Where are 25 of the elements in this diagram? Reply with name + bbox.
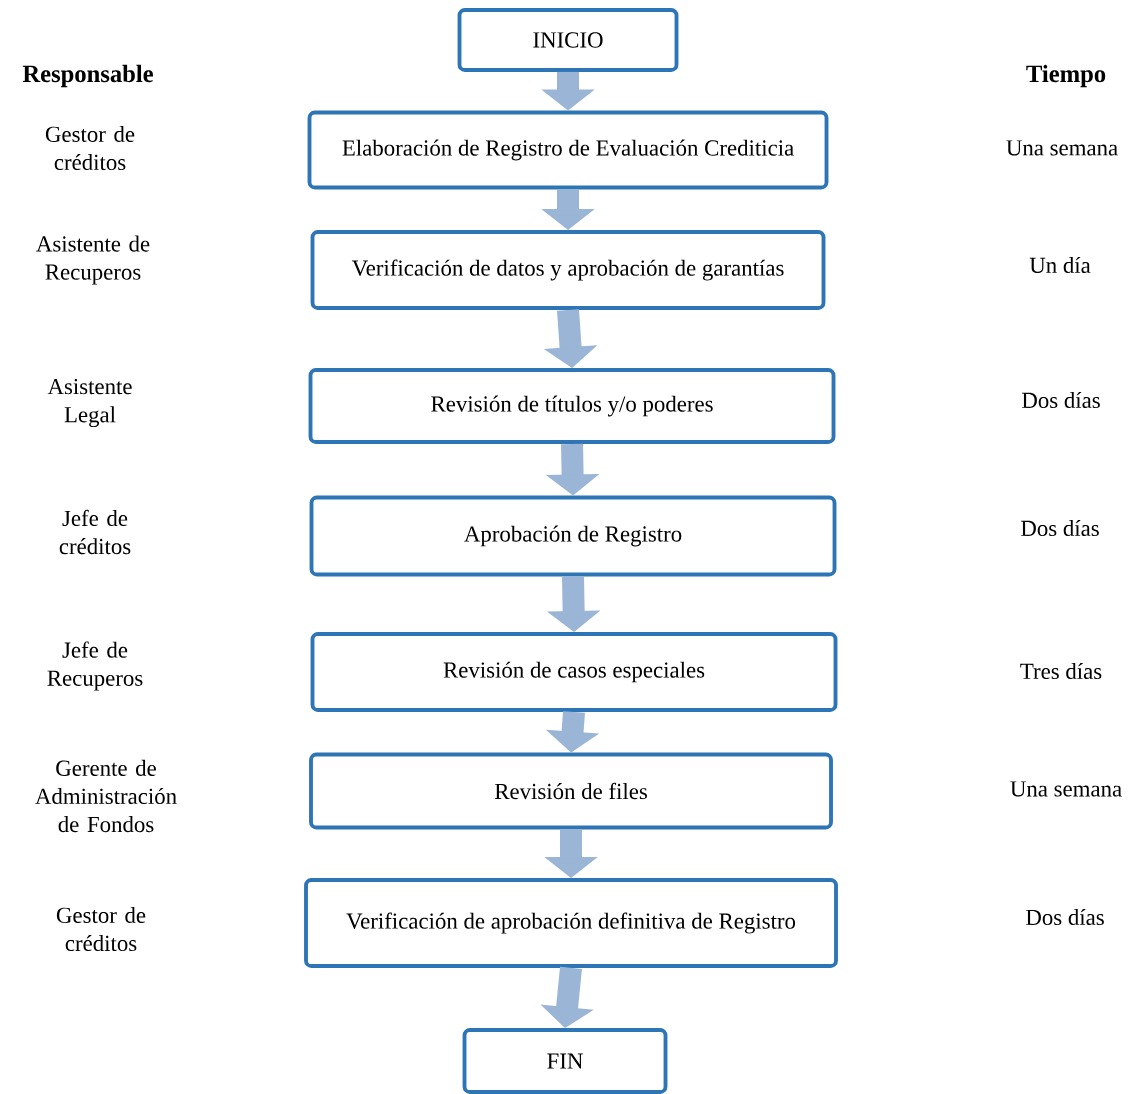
duration-label: Una semana xyxy=(1006,140,1118,156)
responsible-label: Asistente de Recuperos xyxy=(36,235,150,285)
process-box: Verificación de aprobación definitiva de Registro xyxy=(304,878,838,968)
responsible-label: Jefe de Recuperos xyxy=(47,641,143,691)
responsible-label: Gestor de créditos xyxy=(45,125,135,171)
process-box: INICIO xyxy=(457,8,679,72)
responsible-label: Asistente Legal xyxy=(47,378,132,428)
process-box: Revisión de files xyxy=(309,752,833,830)
process-box: Revisión de casos especiales xyxy=(310,632,838,712)
process-box: Aprobación de Registro xyxy=(309,495,837,577)
duration-label: Dos días xyxy=(1026,908,1104,926)
responsible-label: Jefe de créditos xyxy=(59,509,131,555)
column-heading: Responsable xyxy=(22,64,153,88)
responsible-label: Gestor de créditos xyxy=(56,906,146,952)
duration-label: Tres días xyxy=(1020,662,1102,680)
duration-label: Dos días xyxy=(1021,519,1099,537)
responsible-label: Gerente de Administración de Fondos xyxy=(35,759,177,833)
process-box: Verificación de datos y aprobación de garantías xyxy=(310,230,826,310)
column-heading: Tiempo xyxy=(1026,64,1106,88)
process-box: FIN xyxy=(462,1028,668,1094)
duration-label: Una semana xyxy=(1010,781,1122,797)
process-box: Revisión de títulos y/o poderes xyxy=(308,368,836,444)
process-box: Elaboración de Registro de Evaluación Crediticia xyxy=(307,110,829,190)
duration-label: Dos días xyxy=(1022,391,1100,409)
duration-label: Un día xyxy=(1029,256,1091,274)
